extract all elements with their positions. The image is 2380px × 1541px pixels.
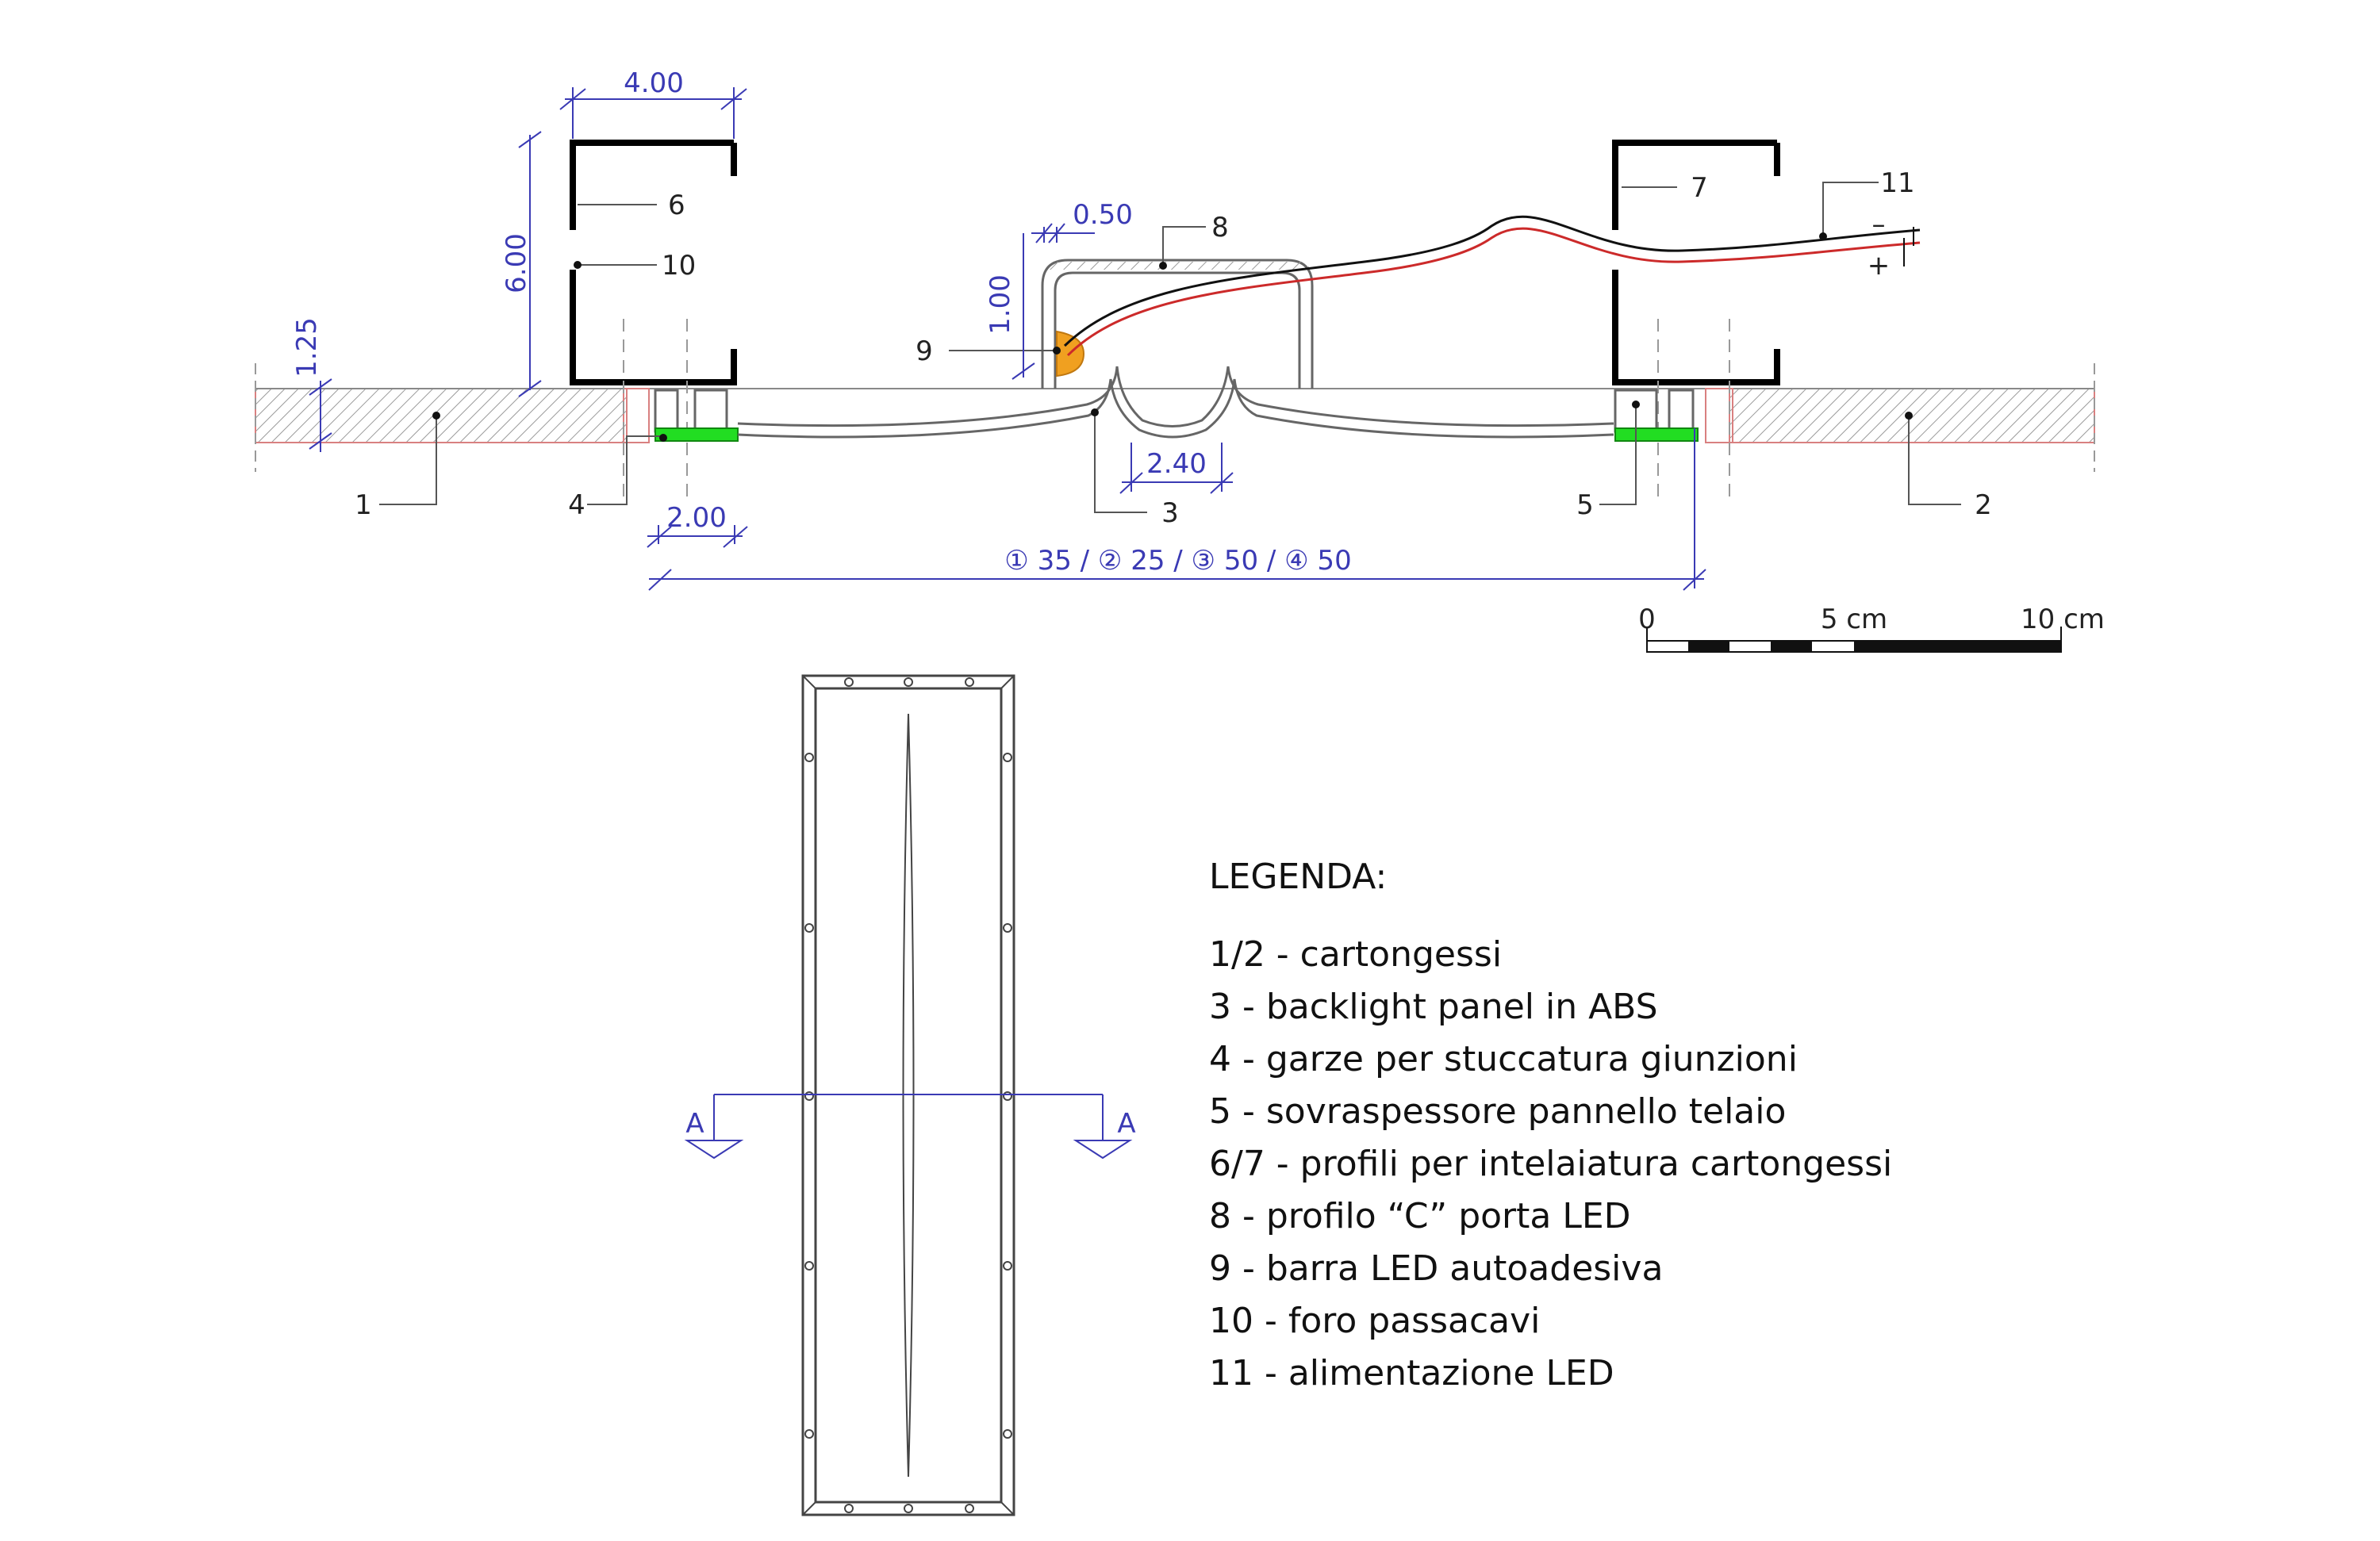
callout-1: 1 <box>355 489 372 521</box>
frame-block-right-b <box>1668 389 1695 433</box>
dim-board-thickness: 1.25 <box>291 317 323 378</box>
cable-hole-right <box>1610 230 1620 270</box>
dim-led-offset: 1.00 <box>985 274 1016 335</box>
section-view: 1 2 3 4 5 6 10 7 8 9 11 – + <box>255 67 2105 653</box>
plan-fixing-points <box>804 677 1012 1513</box>
led-cable-red <box>1066 227 1921 357</box>
plan-view: A A <box>684 674 1136 1516</box>
frame-block-left-b <box>693 389 728 433</box>
polarity-plus: + <box>1868 250 1891 282</box>
joint-filler-right <box>1705 388 1733 443</box>
callout-4: 4 <box>568 489 585 521</box>
backlight-panel <box>737 366 1614 427</box>
scale-zero: 0 <box>1638 604 1656 635</box>
legend-item: 6/7 - profili per intelaiatura cartonges… <box>1209 1144 1892 1184</box>
callout-7: 7 <box>1691 172 1708 204</box>
callout-6: 6 <box>668 190 685 221</box>
graphic-scale: 0 5 cm 10 cm <box>1638 604 2105 653</box>
dim-gauze-width: 2.00 <box>666 502 727 534</box>
callout-10: 10 <box>662 250 696 282</box>
c-profile-left <box>570 140 737 385</box>
dim-c-profile-height: 6.00 <box>501 233 532 293</box>
legend-item: 4 - garze per stuccatura giunzioni <box>1209 1039 1798 1079</box>
legend: LEGENDA: 1/2 - cartongessi 3 - backlight… <box>1209 857 1892 1393</box>
dimension-lines <box>309 87 1706 591</box>
polarity-minus: – <box>1872 209 1886 240</box>
callout-11: 11 <box>1880 167 1914 199</box>
cable-hole-left <box>568 230 578 270</box>
section-mark-right: A <box>1117 1108 1135 1140</box>
section-mark-left: A <box>685 1108 704 1140</box>
c-profile-right <box>1612 140 1780 385</box>
centre-lines <box>623 319 1730 500</box>
legend-item: 9 - barra LED autoadesiva <box>1209 1248 1663 1289</box>
plan-led-slot <box>902 713 915 1478</box>
scale-max: 10 cm <box>2021 604 2105 635</box>
legend-item: 11 - alimentazione LED <box>1209 1353 1614 1393</box>
gauze-strip-right <box>1614 427 1699 442</box>
gauze-strip-left <box>654 427 739 442</box>
callout-3: 3 <box>1161 497 1179 529</box>
plasterboard-left <box>255 388 628 443</box>
dim-c-profile-width: 4.00 <box>624 67 684 99</box>
scale-mid: 5 cm <box>1821 604 1887 635</box>
legend-item: 10 - foro passacavi <box>1209 1301 1540 1341</box>
legend-item: 3 - backlight panel in ABS <box>1209 987 1658 1027</box>
section-arrow-right <box>1073 1140 1133 1160</box>
dim-panel-gap: 2.40 <box>1146 448 1207 480</box>
section-arrow-left <box>684 1140 744 1160</box>
callout-leaders <box>379 182 1961 513</box>
legend-item: 8 - profilo “C” porta LED <box>1209 1196 1631 1236</box>
legend-item: 5 - sovraspessore pannello telaio <box>1209 1091 1786 1132</box>
dim-overall: ① 35 / ② 25 / ③ 50 / ④ 50 <box>1004 545 1351 577</box>
callout-dots <box>432 232 1913 442</box>
callout-9: 9 <box>916 335 933 367</box>
legend-item: 1/2 - cartongessi <box>1209 934 1502 975</box>
callout-8: 8 <box>1211 212 1229 243</box>
frame-block-left-a <box>654 389 679 433</box>
led-cable-black <box>1063 215 1921 347</box>
callout-5: 5 <box>1576 489 1594 521</box>
legend-title: LEGENDA: <box>1209 857 1387 897</box>
callout-2: 2 <box>1975 489 1992 521</box>
joint-filler-left <box>623 388 650 443</box>
dim-led-profile-thickness: 0.50 <box>1073 199 1133 231</box>
led-c-profile <box>1041 259 1314 389</box>
